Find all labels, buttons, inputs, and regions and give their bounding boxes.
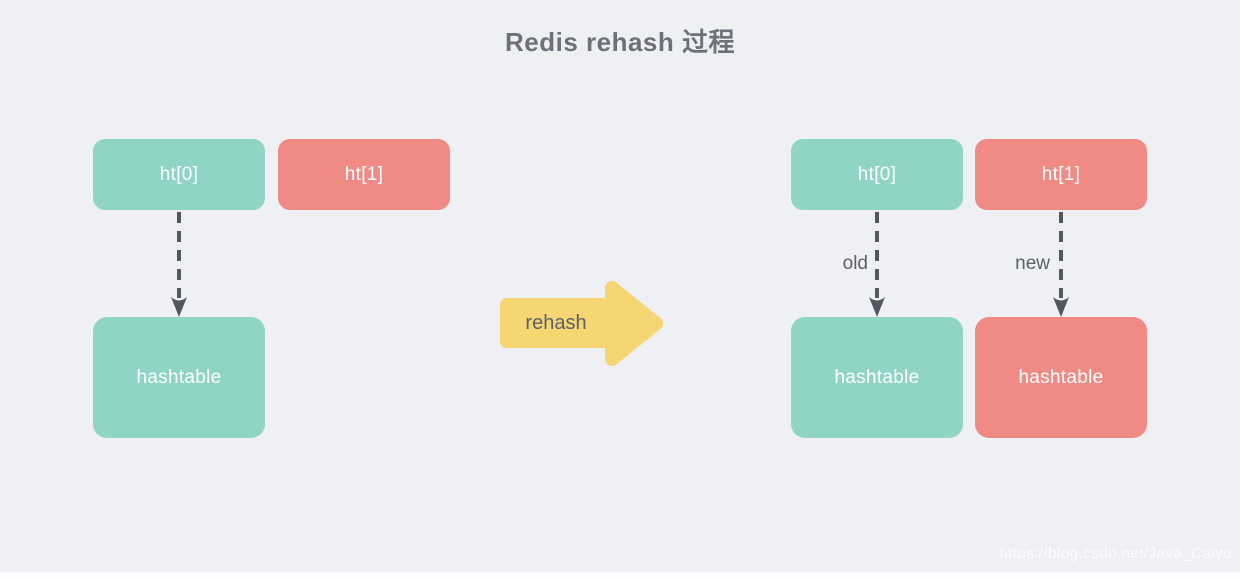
old-edge-label: old bbox=[842, 253, 868, 274]
after-ht0-box: ht[0] bbox=[791, 139, 963, 210]
after-hashtable-old-label: hashtable bbox=[834, 366, 920, 388]
new-edge-label: new bbox=[1015, 253, 1050, 274]
after-ht0-label: ht[0] bbox=[857, 163, 897, 185]
before-ht0-label: ht[0] bbox=[159, 163, 199, 185]
bottom-strip bbox=[0, 572, 1240, 578]
after-old-dashed-arrow bbox=[869, 212, 885, 317]
after-hashtable-new-box: hashtable bbox=[975, 317, 1147, 438]
after-hashtable-old-box: hashtable bbox=[791, 317, 963, 438]
before-hashtable-box: hashtable bbox=[93, 317, 265, 438]
after-new-dashed-arrow bbox=[1053, 212, 1069, 317]
rehash-arrow-label: rehash bbox=[525, 311, 587, 334]
before-hashtable-label: hashtable bbox=[136, 366, 222, 388]
after-hashtable-new-label: hashtable bbox=[1018, 366, 1104, 388]
before-ht0-box: ht[0] bbox=[93, 139, 265, 210]
before-ht1-label: ht[1] bbox=[344, 163, 384, 185]
after-ht1-box: ht[1] bbox=[975, 139, 1147, 210]
before-ht1-box: ht[1] bbox=[278, 139, 450, 210]
watermark-url: https://blog.csdn.net/Java_Caiyo bbox=[999, 545, 1232, 562]
before-dashed-arrow bbox=[171, 212, 187, 317]
after-ht1-label: ht[1] bbox=[1041, 163, 1081, 185]
diagram-title: Redis rehash 过程 bbox=[504, 27, 735, 57]
